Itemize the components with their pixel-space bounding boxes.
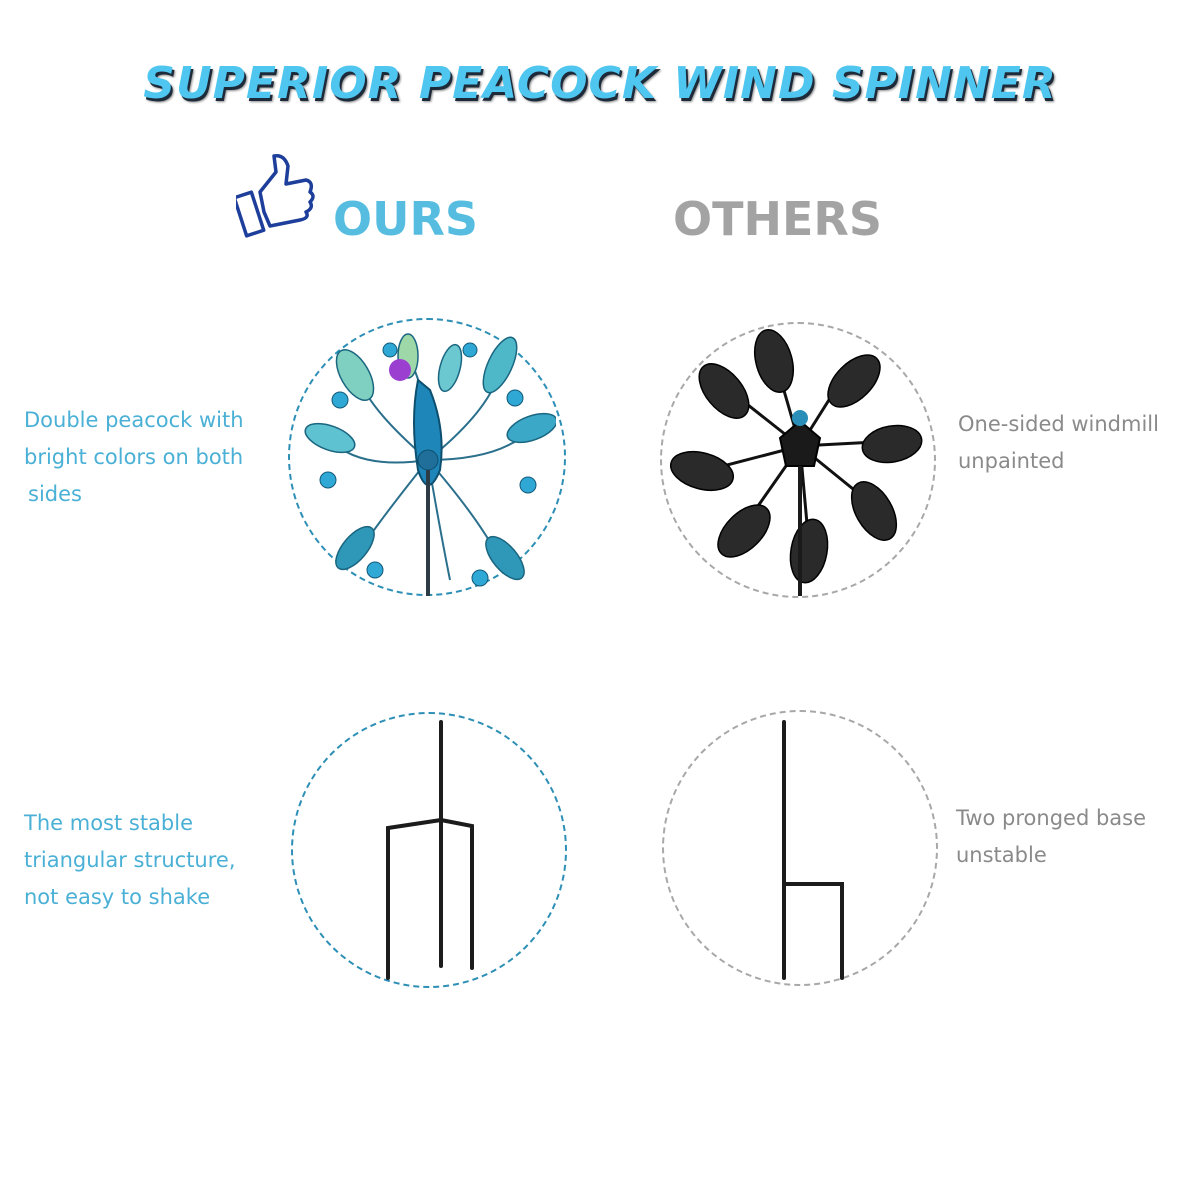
bipod-circle-frame: [662, 710, 938, 986]
ours-row1-description: Double peacock with bright colors on bot…: [24, 408, 244, 506]
page-title: SUPERIOR PEACOCK WIND SPINNER: [143, 58, 1057, 109]
ours-heading: OURS: [333, 192, 479, 246]
thumbs-up-icon: [236, 153, 315, 238]
three-prong-stake-illustration: [386, 720, 474, 980]
others-heading: OTHERS: [673, 192, 882, 246]
others-row2-description: Two pronged base unstable: [956, 806, 1147, 867]
peacock-spinner-illustration: [304, 333, 556, 596]
others-row1-description: One-sided windmill unpainted: [958, 412, 1159, 473]
windmill-circle-frame: [660, 322, 936, 598]
ours-row2-description: The most stable triangular structure, no…: [24, 811, 236, 909]
two-prong-stake-illustration: [782, 720, 844, 980]
black-leaf-windmill-illustration: [669, 328, 923, 596]
tripod-circle-frame: [291, 712, 567, 988]
